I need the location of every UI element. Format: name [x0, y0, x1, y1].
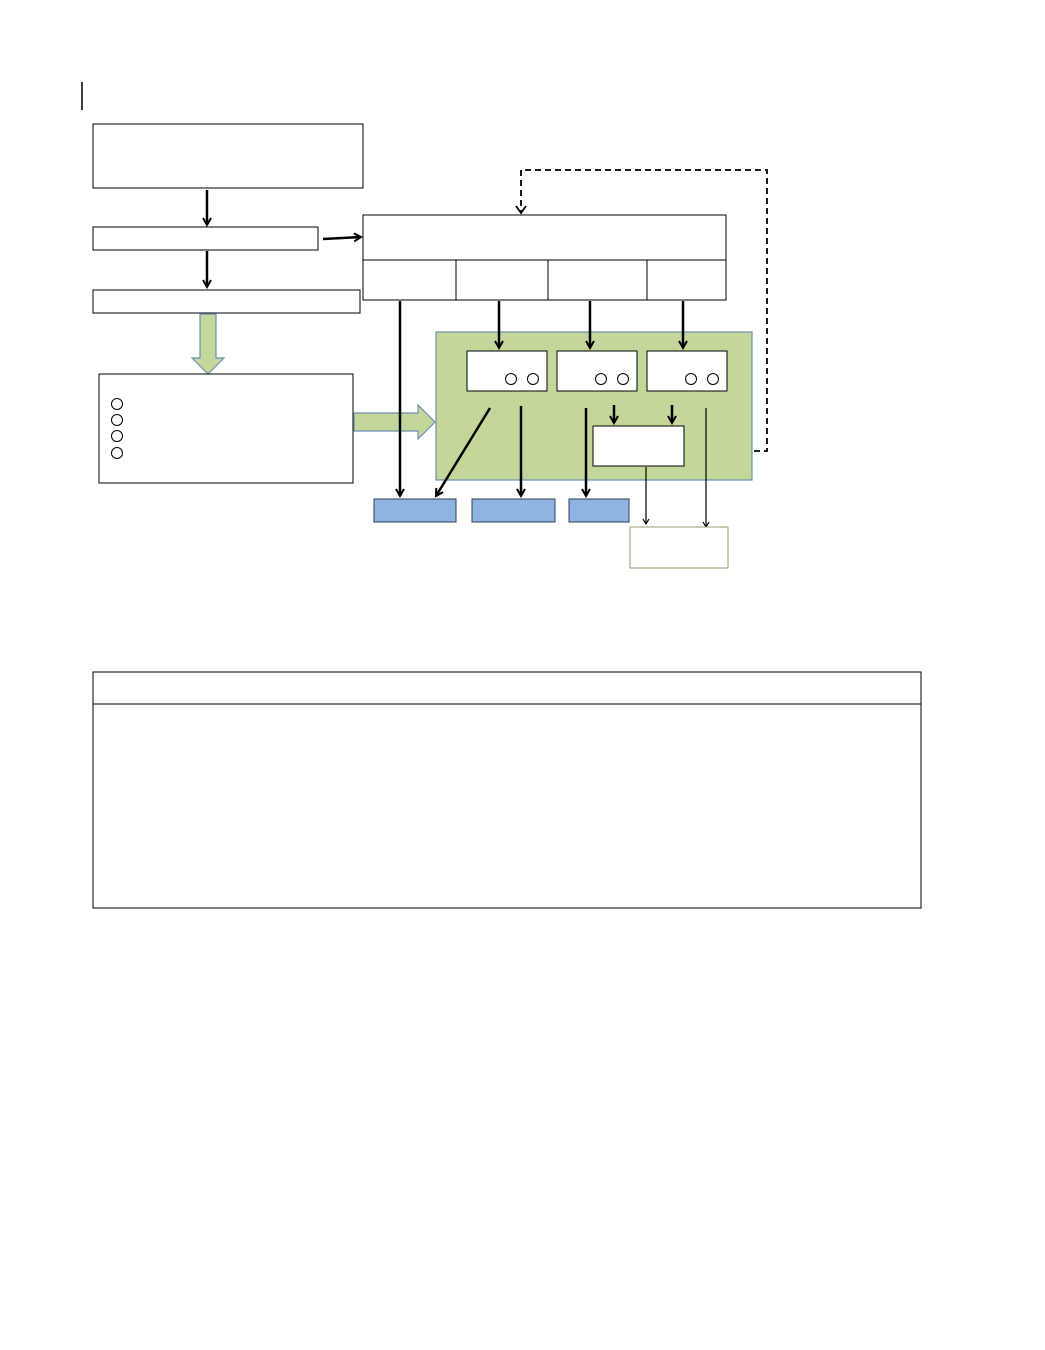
- column-cell: [646, 259, 727, 301]
- result-box: [629, 526, 729, 569]
- port-icon: [707, 373, 719, 385]
- port-icon: [617, 373, 629, 385]
- block-arrow-down: [190, 313, 226, 375]
- port-icon: [685, 373, 697, 385]
- bottom-table: [92, 671, 922, 909]
- step-3-box: [92, 289, 361, 314]
- output-box: [471, 498, 556, 523]
- unit-box: [466, 350, 548, 392]
- list-bullet-icon: [111, 430, 123, 442]
- list-bullet-icon: [111, 414, 123, 426]
- feedback-box: [592, 425, 685, 467]
- top-box: [92, 123, 364, 189]
- port-icon: [595, 373, 607, 385]
- main-header-box: [362, 214, 727, 261]
- list-bullet-icon: [111, 447, 123, 459]
- unit-box: [556, 350, 638, 392]
- arrow-step2-to-main: [322, 237, 361, 239]
- output-box: [568, 498, 630, 523]
- arrow-region-to-output1: [434, 407, 492, 496]
- dashed-arrow-head: [515, 205, 527, 215]
- port-icon: [527, 373, 539, 385]
- column-cell: [547, 259, 648, 301]
- output-box: [373, 498, 457, 523]
- block-arrow-right: [353, 403, 436, 441]
- column-row: [362, 259, 727, 301]
- unit-box: [646, 350, 728, 392]
- port-icon: [505, 373, 517, 385]
- step-2-box: [92, 226, 319, 251]
- column-cell: [455, 259, 549, 301]
- list-box: [98, 373, 354, 484]
- column-cell: [362, 259, 457, 301]
- list-bullet-icon: [111, 398, 123, 410]
